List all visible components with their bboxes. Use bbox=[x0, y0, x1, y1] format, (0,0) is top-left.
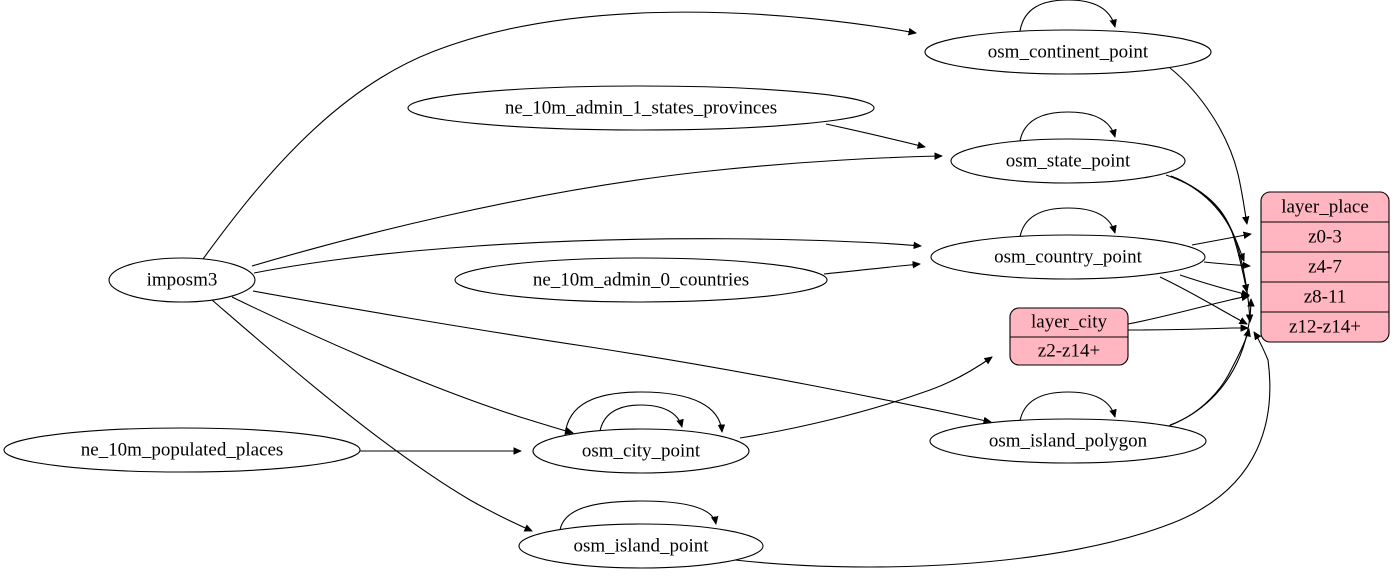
node-osm_island_point[interactable]: osm_island_point bbox=[518, 523, 764, 569]
self-loop-osm_city_point-outer bbox=[564, 391, 722, 436]
edge-osm_country_point-to-layer_place-z12-z14+ bbox=[1159, 276, 1247, 324]
self-loop-osm_continent_point bbox=[1019, 0, 1115, 32]
edge-osm_country_point-to-layer_place-z0-3 bbox=[1191, 234, 1251, 246]
node-shape-osm_city_point[interactable] bbox=[532, 428, 750, 474]
edge-layer bbox=[202, 0, 1271, 568]
node-shape-imposm3[interactable] bbox=[108, 257, 256, 303]
edge-imposm3-to-osm_island_polygon bbox=[252, 290, 991, 422]
edge-osm_city_point-to-layer_city-z2-z14+ bbox=[739, 357, 992, 439]
node-label-ne_10m_populated_places: ne_10m_populated_places bbox=[81, 439, 284, 460]
node-label-osm_continent_point: osm_continent_point bbox=[988, 41, 1149, 62]
node-label-ne_10m_admin_0_countries: ne_10m_admin_0_countries bbox=[533, 269, 749, 290]
node-label-osm_island_polygon: osm_island_polygon bbox=[989, 430, 1148, 451]
layer_place-title: layer_place bbox=[1281, 196, 1369, 217]
edge-ne_10m_admin_0_countries-to-osm_country_point bbox=[823, 264, 920, 275]
node-ne_10m_admin_0_countries[interactable]: ne_10m_admin_0_countries bbox=[454, 257, 828, 303]
node-label-osm_island_point: osm_island_point bbox=[573, 535, 709, 556]
self-loop-osm_island_polygon bbox=[1019, 391, 1115, 422]
node-shape-osm_state_point[interactable] bbox=[950, 138, 1186, 184]
edge-osm_island_polygon-to-layer_place-z12-z14+ bbox=[1165, 329, 1249, 428]
node-shape-osm_country_point[interactable] bbox=[930, 234, 1206, 280]
edge-layer_city-to-layer_place-z12-z14+ bbox=[1127, 328, 1248, 330]
layer_place-row-z0-3[interactable]: z0-3 bbox=[1308, 226, 1342, 247]
self-loop-osm_city_point-inner bbox=[599, 404, 682, 432]
node-shape-osm_island_polygon[interactable] bbox=[929, 418, 1207, 464]
edge-layer_city-to-layer_place-z8-11 bbox=[1127, 296, 1249, 325]
node-label-imposm3: imposm3 bbox=[147, 269, 218, 290]
edge-imposm3-to-osm_country_point bbox=[253, 238, 921, 274]
edge-osm_country_point-to-layer_place-z8-11 bbox=[1179, 274, 1249, 295]
edge-ne_10m_admin_1_states_provinces-to-osm_state_point bbox=[825, 123, 925, 147]
edge-imposm3-to-osm_state_point bbox=[251, 156, 942, 267]
node-osm_country_point[interactable]: osm_country_point bbox=[930, 234, 1206, 280]
node-shape-ne_10m_admin_0_countries[interactable] bbox=[454, 257, 828, 303]
layer_place-row-z12-z14plus[interactable]: z12-z14+ bbox=[1289, 316, 1361, 337]
node-shape-ne_10m_populated_places[interactable] bbox=[3, 427, 361, 473]
self-loop-osm_island_point bbox=[559, 500, 716, 531]
node-ne_10m_populated_places[interactable]: ne_10m_populated_places bbox=[3, 427, 361, 473]
node-label-ne_10m_admin_1_states_provinces: ne_10m_admin_1_states_provinces bbox=[505, 97, 777, 118]
layer_place-row-z8-11[interactable]: z8-11 bbox=[1304, 286, 1347, 307]
self-loop-osm_state_point bbox=[1019, 111, 1115, 142]
node-layer: imposm3 ne_10m_admin_1_states_provinces … bbox=[3, 29, 1390, 569]
node-layer_city[interactable]: layer_city z2-z14+ bbox=[1009, 307, 1129, 366]
node-ne_10m_admin_1_states_provinces[interactable]: ne_10m_admin_1_states_provinces bbox=[407, 85, 875, 131]
node-osm_continent_point[interactable]: osm_continent_point bbox=[924, 29, 1212, 75]
node-shape-ne_10m_admin_1_states_provinces[interactable] bbox=[407, 85, 875, 131]
node-label-osm_country_point: osm_country_point bbox=[994, 246, 1142, 267]
layer_city-title: layer_city bbox=[1031, 311, 1107, 332]
edge-imposm3-to-osm_city_point bbox=[231, 296, 573, 433]
self-loop-osm_country_point bbox=[1019, 207, 1115, 238]
node-osm_city_point[interactable]: osm_city_point bbox=[532, 428, 750, 474]
edge-imposm3-to-osm_continent_point bbox=[202, 11, 916, 260]
node-label-osm_city_point: osm_city_point bbox=[582, 440, 701, 461]
node-shape-osm_continent_point[interactable] bbox=[924, 29, 1212, 75]
layer_place-row-z4-7[interactable]: z4-7 bbox=[1308, 256, 1342, 277]
node-label-osm_state_point: osm_state_point bbox=[1006, 150, 1131, 171]
layer_city-row-z2-z14plus[interactable]: z2-z14+ bbox=[1038, 340, 1100, 361]
edge-osm_country_point-to-layer_place-z4-7 bbox=[1203, 261, 1250, 266]
node-shape-layer_place[interactable] bbox=[1260, 191, 1390, 343]
edge-imposm3-to-osm_island_point bbox=[211, 299, 532, 532]
node-osm_state_point[interactable]: osm_state_point bbox=[950, 138, 1186, 184]
node-osm_island_polygon[interactable]: osm_island_polygon bbox=[929, 418, 1207, 464]
node-layer_place[interactable]: layer_place z0-3 z4-7 z8-11 z12-z14+ bbox=[1260, 191, 1390, 343]
edge-osm_continent_point-to-layer_place-z0-3 bbox=[1169, 67, 1247, 224]
edge-osm_island_point-to-layer_place-z12-z14+ bbox=[734, 332, 1271, 568]
node-imposm3[interactable]: imposm3 bbox=[108, 257, 256, 303]
node-shape-osm_island_point[interactable] bbox=[518, 523, 764, 569]
